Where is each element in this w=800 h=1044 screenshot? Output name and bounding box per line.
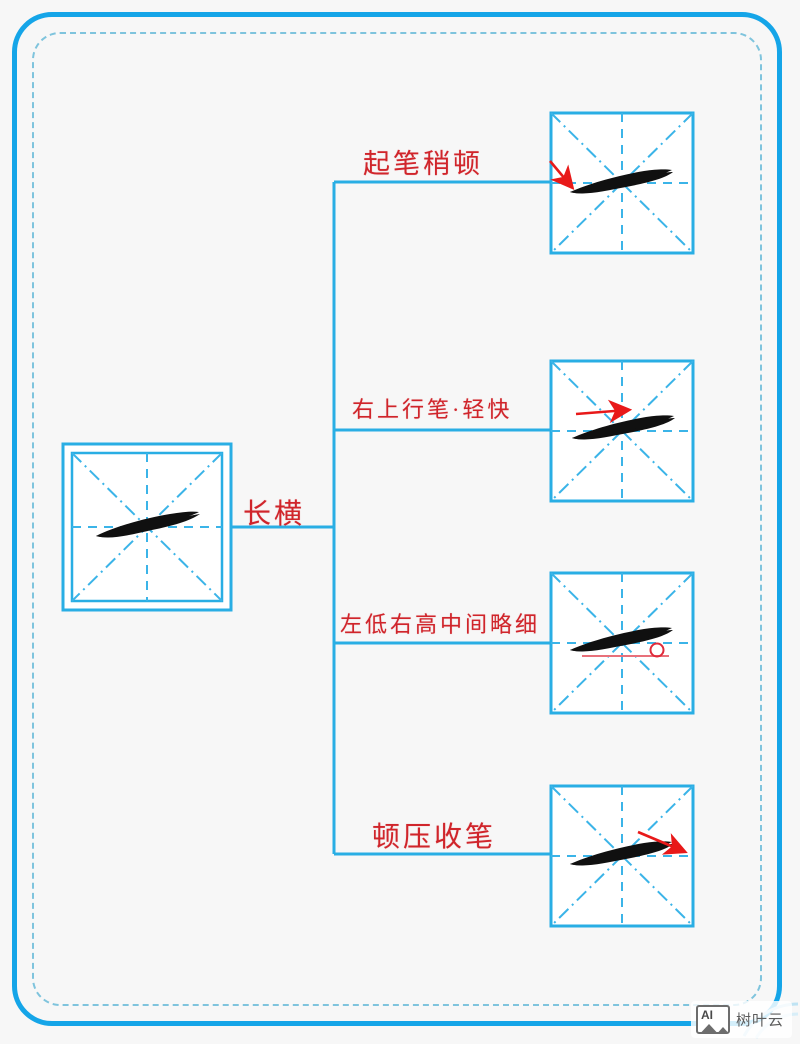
annotation-arrow-step-1 xyxy=(549,160,575,190)
watermark-brand-text: 树叶云 xyxy=(735,1012,784,1029)
brush-stroke-step-2 xyxy=(572,415,675,440)
root-label: 长横 xyxy=(243,499,306,530)
branch-label-1: 起笔稍顿 xyxy=(363,149,483,179)
annotation-arrow-step-4 xyxy=(637,830,688,855)
mountain-shape-small xyxy=(713,1027,728,1032)
brush-stroke-step-1 xyxy=(570,169,673,194)
branch-label-2: 右上行笔·轻快 xyxy=(352,397,513,422)
image-placeholder-icon: AI xyxy=(695,1005,730,1034)
character-grid-step-3 xyxy=(549,571,695,715)
character-grid-step-2 xyxy=(549,359,695,503)
watermark: AI 树叶云 xyxy=(690,1001,792,1038)
branch-label-4: 顿压收笔 xyxy=(372,822,497,853)
brush-stroke-root xyxy=(96,511,200,538)
inner-dashed-frame xyxy=(32,32,762,1006)
character-grid-root xyxy=(61,442,233,612)
watermark-badge-text: AI xyxy=(700,1008,713,1022)
annotation-arrow-step-2 xyxy=(575,399,633,424)
branch-label-3: 左低右高中间略细 xyxy=(340,612,541,637)
character-grid-step-1 xyxy=(549,111,695,255)
character-grid-step-4 xyxy=(549,784,695,928)
mountain-shape-large xyxy=(697,1024,722,1032)
connector-lines xyxy=(232,180,551,856)
brush-stroke-step-3 xyxy=(570,627,673,652)
annotation-circle-step-3 xyxy=(649,642,665,658)
brush-stroke-step-4 xyxy=(570,841,673,866)
